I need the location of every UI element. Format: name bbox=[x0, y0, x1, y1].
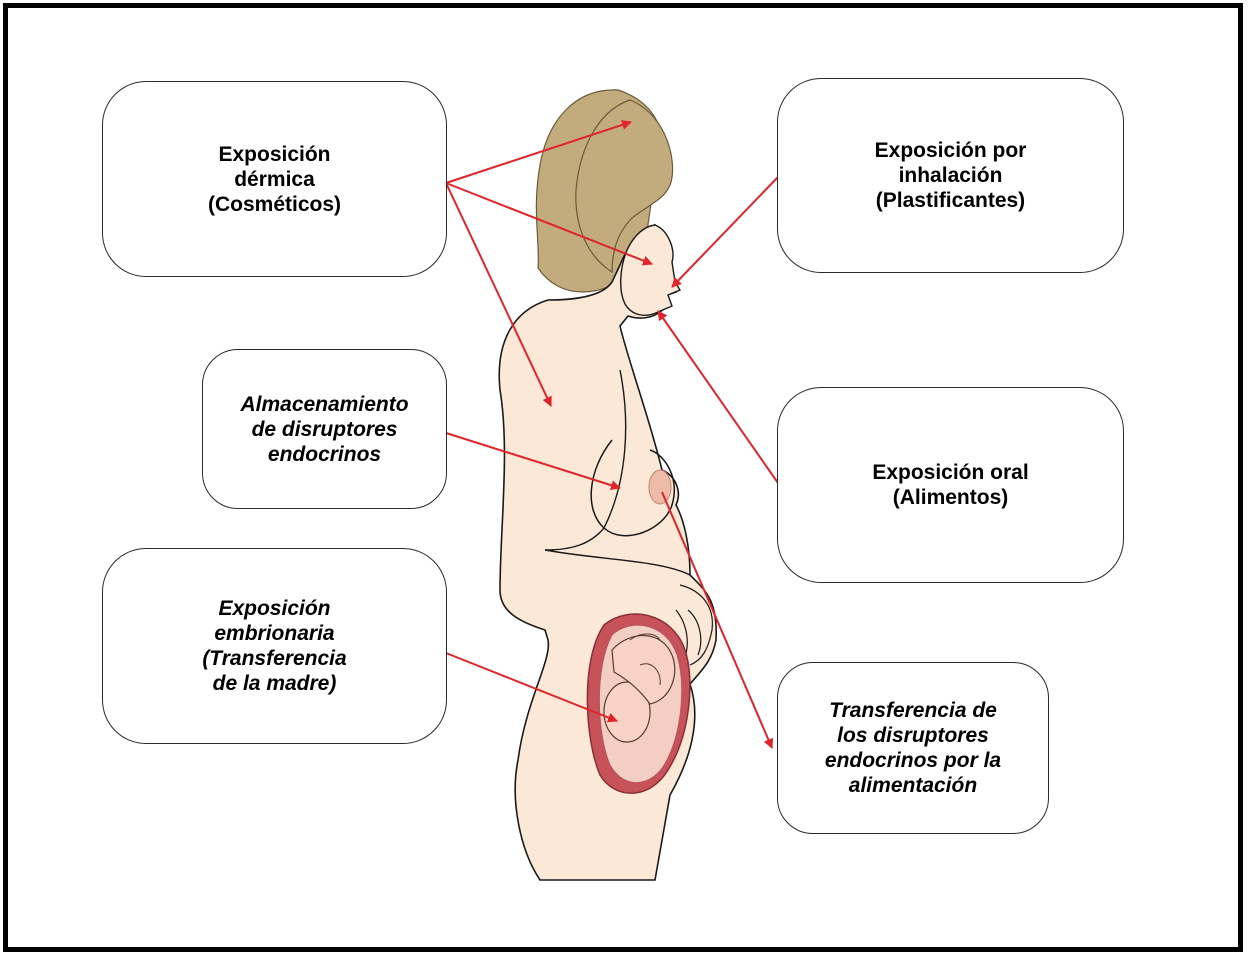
box-embryonic-exposure: Exposición embrionaria (Transferencia de… bbox=[102, 548, 447, 744]
label-storage: Almacenamiento de disruptores endocrinos bbox=[240, 392, 408, 467]
arrow-inhalation bbox=[672, 177, 778, 287]
box-storage: Almacenamiento de disruptores endocrinos bbox=[202, 349, 447, 509]
box-inhalation-exposure: Exposición por inhalación (Plastificante… bbox=[777, 78, 1124, 273]
box-dermal-exposure: Exposición dérmica (Cosméticos) bbox=[102, 81, 447, 277]
label-dermal-exposure: Exposición dérmica (Cosméticos) bbox=[208, 142, 341, 217]
arrow-oral bbox=[658, 311, 778, 483]
label-inhalation-exposure: Exposición por inhalación (Plastificante… bbox=[875, 138, 1027, 213]
label-embryonic-exposure: Exposición embrionaria (Transferencia de… bbox=[202, 596, 346, 696]
label-feeding-transfer: Transferencia de los disruptores endocri… bbox=[825, 698, 1001, 798]
nipple-area bbox=[649, 470, 671, 504]
box-oral-exposure: Exposición oral (Alimentos) bbox=[777, 387, 1124, 583]
label-oral-exposure: Exposición oral (Alimentos) bbox=[872, 460, 1028, 510]
box-feeding-transfer: Transferencia de los disruptores endocri… bbox=[777, 662, 1049, 834]
